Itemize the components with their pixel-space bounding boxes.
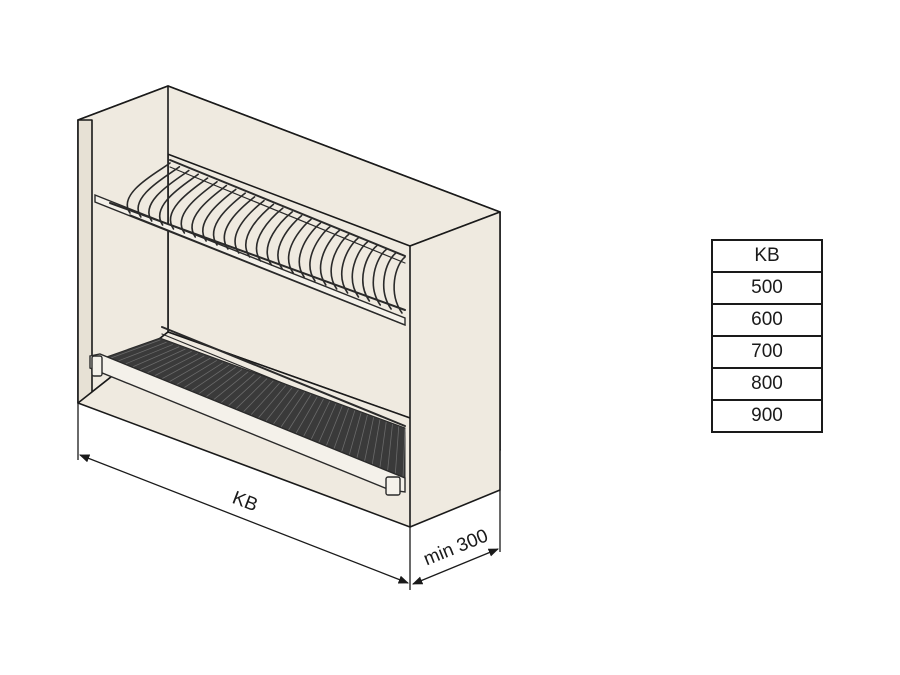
plate-wire bbox=[223, 196, 256, 250]
depth-dimension-label: min 300 bbox=[421, 526, 492, 571]
tray-slat bbox=[324, 405, 343, 449]
tray-slat bbox=[200, 369, 243, 402]
plate-wire bbox=[383, 252, 397, 310]
plate-wire bbox=[148, 169, 190, 222]
plate-wire bbox=[372, 248, 387, 306]
plate-wire bbox=[191, 184, 228, 238]
tray-slat bbox=[153, 355, 205, 384]
tray-slat bbox=[146, 353, 199, 381]
size-table-row: 700 bbox=[711, 335, 823, 369]
tray-slat bbox=[286, 394, 312, 434]
tray-slat bbox=[177, 362, 224, 393]
tray-slat bbox=[208, 371, 249, 405]
tray-slat bbox=[270, 389, 299, 428]
plate-wire bbox=[319, 229, 340, 286]
plate-wire bbox=[287, 218, 312, 274]
tray-slat bbox=[161, 357, 211, 387]
plate-wire bbox=[298, 222, 322, 278]
tray-slat bbox=[348, 412, 362, 458]
size-table: KB 500 600 700 800 900 bbox=[711, 239, 823, 433]
plate-wire bbox=[180, 181, 218, 234]
tray-slat bbox=[185, 364, 230, 396]
upper-plate-rack bbox=[94, 159, 406, 327]
depth-dimension-arrow bbox=[412, 548, 499, 585]
cabinet-right-side bbox=[409, 211, 501, 528]
tray-slat bbox=[192, 366, 236, 399]
plate-wire bbox=[255, 207, 284, 262]
tray-slat bbox=[317, 403, 337, 446]
size-table-cell: 600 bbox=[711, 303, 823, 337]
tray-slat bbox=[216, 373, 255, 408]
tray-slat bbox=[278, 392, 305, 431]
plate-wire bbox=[159, 173, 199, 226]
tray-slat bbox=[239, 380, 274, 416]
plate-wire bbox=[341, 237, 359, 294]
size-table-row: 900 bbox=[711, 399, 823, 433]
tray-slat bbox=[293, 396, 318, 437]
size-table-row: 800 bbox=[711, 367, 823, 401]
plate-wire bbox=[245, 203, 275, 258]
plate-wire bbox=[277, 214, 303, 270]
tray-slat bbox=[309, 401, 331, 443]
size-table-row: 600 bbox=[711, 303, 823, 337]
size-table-header-row: KB bbox=[711, 239, 823, 273]
tray-slat bbox=[301, 398, 324, 440]
plate-wire bbox=[126, 162, 171, 214]
tray-left-clip bbox=[91, 355, 103, 377]
width-dimension-arrow bbox=[79, 454, 409, 584]
plate-wire bbox=[351, 241, 369, 298]
size-table-row: 500 bbox=[711, 271, 823, 305]
plate-wire bbox=[234, 199, 265, 254]
size-table-cell: 700 bbox=[711, 335, 823, 369]
plate-wire bbox=[330, 233, 350, 290]
cabinet bbox=[77, 85, 501, 528]
tray-slat bbox=[262, 387, 293, 425]
plate-wire bbox=[362, 244, 378, 302]
plate-wire bbox=[266, 211, 293, 266]
plate-wire bbox=[309, 226, 331, 282]
size-table-cell: 500 bbox=[711, 271, 823, 305]
plate-wire bbox=[202, 188, 237, 242]
tray-right-clip bbox=[385, 476, 401, 496]
tray-slat bbox=[169, 360, 217, 390]
tray-slat bbox=[254, 385, 287, 422]
tray-slat bbox=[332, 408, 349, 452]
tray-slat bbox=[355, 414, 368, 461]
size-table-cell: 900 bbox=[711, 399, 823, 433]
dimension-lines bbox=[77, 403, 501, 590]
size-table-cell: 800 bbox=[711, 367, 823, 401]
plate-wire bbox=[212, 192, 246, 246]
tray-slat bbox=[223, 376, 261, 410]
tray-slat bbox=[247, 382, 280, 419]
plate-wires bbox=[126, 162, 406, 314]
tray-slat bbox=[340, 410, 356, 455]
plate-wire bbox=[169, 177, 209, 230]
plate-wire bbox=[393, 256, 406, 314]
tray-slat bbox=[231, 378, 268, 413]
width-dimension-label: KB bbox=[229, 488, 260, 517]
size-table-header: KB bbox=[711, 239, 823, 273]
plate-wire bbox=[137, 165, 181, 218]
